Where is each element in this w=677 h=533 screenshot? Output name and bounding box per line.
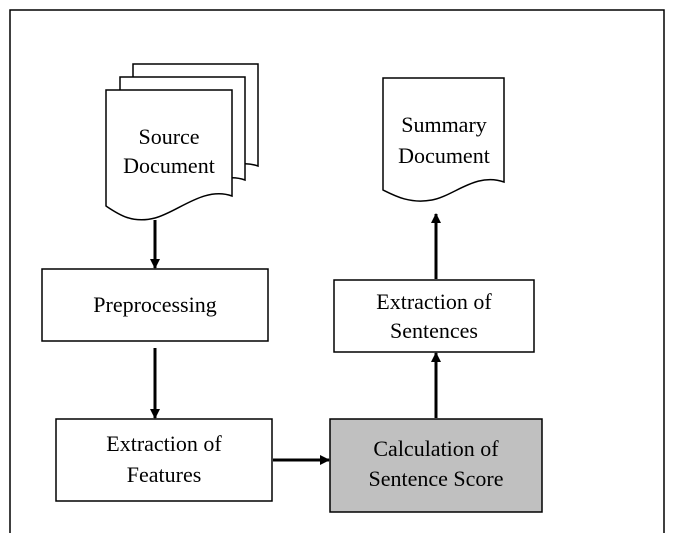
calculation-of-sentence-score-label-line1: Calculation of: [373, 436, 499, 461]
extraction-of-features-label-line2: Features: [127, 462, 202, 487]
calculation-of-sentence-score-label-line2: Sentence Score: [369, 466, 504, 491]
source-document-label-line1: Source: [138, 124, 199, 149]
calculation-of-sentence-score-box: [329, 418, 543, 513]
preprocessing-label: Preprocessing: [93, 292, 216, 317]
source-document-front-page: [105, 89, 233, 221]
extraction-of-sentences-node: Extraction of Sentences: [333, 279, 535, 353]
summary-document-label-line2: Document: [398, 143, 490, 168]
calculation-of-sentence-score-node: Calculation of Sentence Score: [329, 418, 543, 513]
summary-document-label-line1: Summary: [401, 112, 487, 137]
preprocessing-box: [41, 268, 269, 342]
extraction-of-features-box: [55, 418, 273, 502]
outer-frame: [9, 9, 665, 533]
extraction-of-sentences-label-line2: Sentences: [390, 318, 478, 343]
summary-document-shape: [382, 77, 505, 202]
extraction-of-features-node: Extraction of Features: [55, 418, 273, 502]
source-document-label-line2: Document: [123, 153, 215, 178]
summary-document-node: Summary Document: [382, 77, 505, 202]
source-document-node: Source Document: [105, 63, 259, 221]
extraction-of-sentences-label-line1: Extraction of: [376, 289, 492, 314]
preprocessing-node: Preprocessing: [41, 268, 269, 342]
extraction-of-features-label-line1: Extraction of: [106, 431, 222, 456]
